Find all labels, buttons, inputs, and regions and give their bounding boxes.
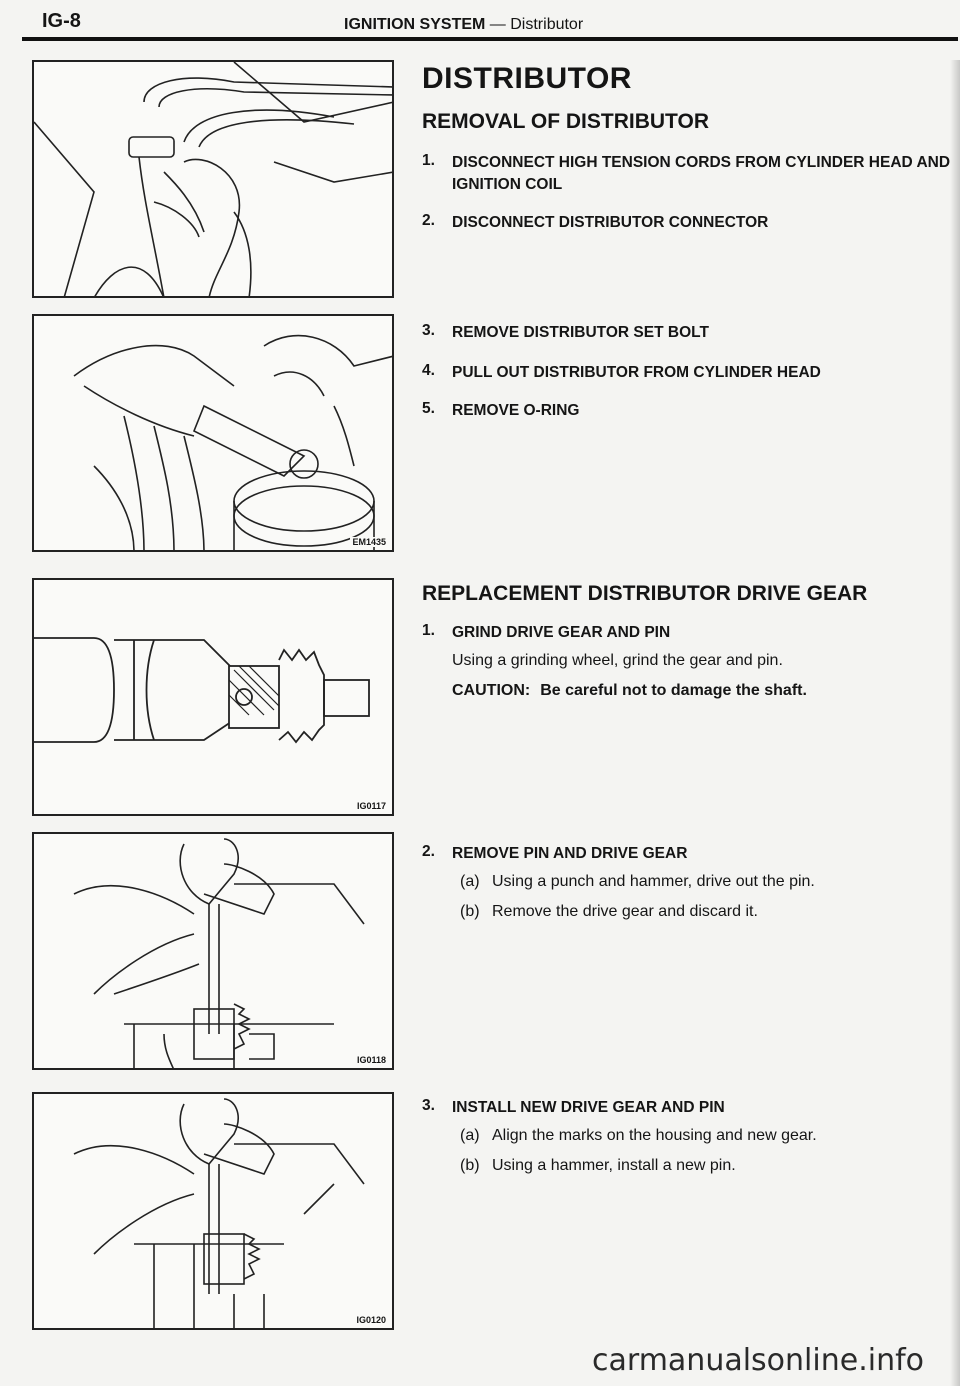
illustration-install-new-pin <box>73 1098 365 1328</box>
page-title: DISTRIBUTOR <box>422 62 632 95</box>
figure-disconnect-cords <box>32 60 394 298</box>
step-text: DISCONNECT DISTRIBUTOR CONNECTOR <box>452 214 769 231</box>
step-title: REMOVE PIN AND DRIVE GEAR <box>452 845 688 862</box>
page-edge-shadow <box>950 60 960 1386</box>
caution-text: Be careful not to damage the shaft. <box>540 682 807 699</box>
illustration-punch-and-hammer <box>73 838 365 1068</box>
step-1-instruction: Using a grinding wheel, grind the gear a… <box>452 652 783 669</box>
step-title: INSTALL NEW DRIVE GEAR AND PIN <box>452 1099 725 1116</box>
figure-code: IG0117 <box>354 801 388 811</box>
step-number: 1. <box>422 152 435 169</box>
step-text: REMOVE DISTRIBUTOR SET BOLT <box>452 324 709 341</box>
step-text: REMOVE O-RING <box>452 402 580 419</box>
page-header: IG-8 IGNITION SYSTEM — Distributor <box>0 0 960 41</box>
header-rule <box>22 37 958 41</box>
watermark: carmanualsonline.info <box>592 1343 924 1378</box>
step-number: 5. <box>422 400 435 417</box>
sub-label: (a) <box>460 873 480 890</box>
figure-install-pin: IG0120 <box>32 1092 394 1330</box>
section-title: IGNITION SYSTEM <box>344 16 486 33</box>
step-number: 2. <box>422 212 435 229</box>
illustration-shaft-and-gear <box>34 637 370 744</box>
illustration-distributor-removal <box>73 334 392 550</box>
sub-text: Using a punch and hammer, drive out the … <box>492 873 815 890</box>
figure-code: IG0120 <box>354 1315 388 1325</box>
figure-remove-pin: IG0118 <box>32 832 394 1070</box>
step-2-sub-b: (b) Remove the drive gear and discard it… <box>460 903 940 925</box>
subsection-title: Distributor <box>510 16 584 33</box>
sub-text: Using a hammer, install a new pin. <box>492 1157 736 1174</box>
sub-text: Align the marks on the housing and new g… <box>492 1127 817 1144</box>
sub-label: (b) <box>460 1157 480 1174</box>
step-number: 1. <box>422 622 435 639</box>
running-title: IGNITION SYSTEM — Distributor <box>344 16 583 34</box>
section-heading-replacement: REPLACEMENT DISTRIBUTOR DRIVE GEAR <box>422 582 868 605</box>
step-3-sub-b: (b) Using a hammer, install a new pin. <box>460 1157 940 1179</box>
illustration-hand-on-cords <box>34 62 392 296</box>
sub-text: Remove the drive gear and discard it. <box>492 903 758 920</box>
step-number: 4. <box>422 362 435 379</box>
step-number: 3. <box>422 322 435 339</box>
figure-remove-set-bolt: EM1435 <box>32 314 394 552</box>
section-heading-removal: REMOVAL OF DISTRIBUTOR <box>422 110 710 133</box>
title-separator: — <box>489 16 506 33</box>
caution-label: CAUTION: <box>452 682 531 699</box>
step-number: 3. <box>422 1097 435 1114</box>
caution-note: CAUTION: Be careful not to damage the sha… <box>452 680 807 702</box>
step-number: 2. <box>422 843 435 860</box>
figure-code: IG0118 <box>354 1055 388 1065</box>
step-text: PULL OUT DISTRIBUTOR FROM CYLINDER HEAD <box>452 364 821 381</box>
step-title: GRIND DRIVE GEAR AND PIN <box>452 624 671 641</box>
figure-grind-drive-gear: IG0117 <box>32 578 394 816</box>
sub-label: (b) <box>460 903 480 920</box>
figure-code: EM1435 <box>350 537 388 547</box>
step-2-sub-a: (a) Using a punch and hammer, drive out … <box>460 873 940 895</box>
page-code: IG-8 <box>42 10 81 32</box>
sub-label: (a) <box>460 1127 480 1144</box>
step-3-sub-a: (a) Align the marks on the housing and n… <box>460 1127 940 1149</box>
step-text: DISCONNECT HIGH TENSION CORDS FROM CYLIN… <box>452 154 951 193</box>
